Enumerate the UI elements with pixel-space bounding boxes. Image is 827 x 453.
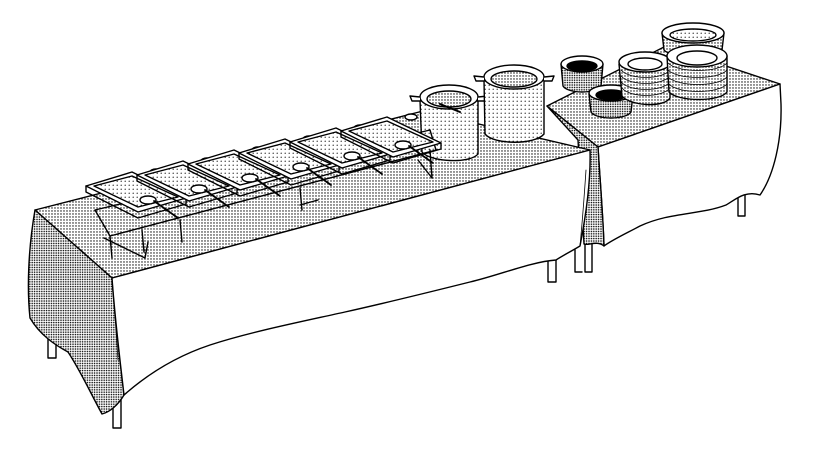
chafing-dish xyxy=(187,146,289,197)
table-leg xyxy=(737,193,746,217)
serving-spoon xyxy=(139,195,179,219)
plate-stack xyxy=(666,44,728,101)
table-leg xyxy=(584,239,593,273)
main-table-front-cloth xyxy=(111,149,591,396)
serving-spoon xyxy=(241,173,281,197)
table-leg xyxy=(574,249,583,273)
serving-spoon xyxy=(343,151,383,175)
bowl-stack xyxy=(560,55,604,93)
chafing-dish xyxy=(340,113,442,164)
soup-pot xyxy=(473,64,555,143)
table-leg xyxy=(547,257,557,283)
serving-spoon xyxy=(190,184,230,208)
serving-spoon xyxy=(292,162,332,186)
serving-spoon xyxy=(394,140,434,164)
plate-stack xyxy=(618,51,672,106)
